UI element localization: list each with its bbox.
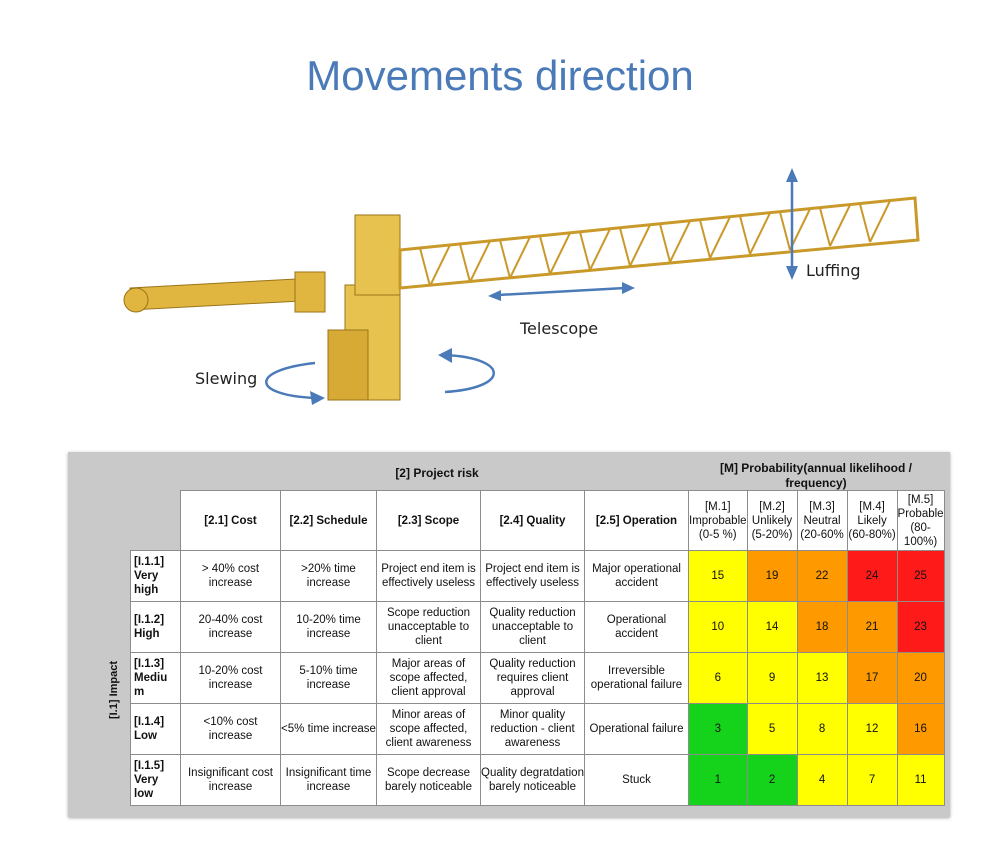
counter-jib (129, 277, 321, 311)
probability-header: [M] Probability(annual likelihood / freq… (719, 461, 912, 490)
quality-cell: Quality reduction requires client approv… (480, 652, 585, 704)
telescope-label: Telescope (520, 319, 599, 338)
cab-tower (354, 214, 401, 296)
score-cell: 19 (746, 550, 798, 602)
luffing-label: Luffing (806, 261, 861, 280)
scope-cell: Project end item is effectively useless (376, 550, 481, 602)
slewing-arrow-left-icon (265, 361, 316, 400)
quality-cell: Project end item is effectively useless (480, 550, 585, 602)
score-cell: 3 (688, 703, 748, 755)
impact-header: [I.1] Impact (108, 660, 120, 720)
scope-cell: Scope reduction unacceptable to client (376, 601, 481, 653)
schedule-cell: <5% time increase (280, 703, 377, 755)
crane-illustration (123, 168, 920, 405)
score-cell: 12 (846, 703, 898, 755)
counter-weight (123, 287, 149, 313)
table-row: [I.1.4] Low <10% cost increase <5% time … (130, 703, 945, 755)
score-cell: 9 (746, 652, 798, 704)
score-cell: 1 (688, 754, 748, 806)
score-cell: 22 (796, 550, 848, 602)
probability-header-m1: [M.1] Improbable (0-5 %) (688, 490, 748, 551)
operation-cell: Major operational accident (584, 550, 689, 602)
cost-cell: > 40% cost increase (180, 550, 281, 602)
impact-row-label: [I.1.5] Very low (130, 754, 181, 806)
telescope-arrow-icon (497, 286, 626, 297)
score-cell: 17 (846, 652, 898, 704)
column-header-cost: [2.1] Cost (180, 490, 281, 551)
impact-row-label: [I.1.3] Mediu m (130, 652, 181, 704)
schedule-cell: 5-10% time increase (280, 652, 377, 704)
schedule-cell: >20% time increase (280, 550, 377, 602)
probability-header-m4: [M.4] Likely (60-80%) (846, 490, 898, 551)
score-cell: 11 (896, 754, 945, 806)
impact-row-label: [I.1.1] Very high (130, 550, 181, 602)
risk-matrix-table: [2.1] Cost [2.2] Schedule [2.3] Scope [2… (130, 490, 945, 806)
quality-cell: Minor quality reduction - client awarene… (480, 703, 585, 755)
table-row: [I.1.5] Very low Insignificant cost incr… (130, 754, 945, 806)
cost-cell: Insignificant cost increase (180, 754, 281, 806)
table-row: [I.1.2] High 20-40% cost increase 10-20%… (130, 601, 945, 653)
score-cell: 20 (896, 652, 945, 704)
column-header-schedule: [2.2] Schedule (280, 490, 377, 551)
table-row: [I.1.1] Very high > 40% cost increase >2… (130, 550, 945, 602)
project-risk-header: [2] Project risk (395, 466, 479, 480)
scope-cell: Scope decrease barely noticeable (376, 754, 481, 806)
score-cell: 5 (746, 703, 798, 755)
scope-cell: Minor areas of scope affected, client aw… (376, 703, 481, 755)
score-cell: 4 (796, 754, 848, 806)
crane-drawing (123, 196, 920, 401)
quality-cell: Quality reduction unacceptable to client (480, 601, 585, 653)
scope-cell: Major areas of scope affected, client ap… (376, 652, 481, 704)
main-jib (398, 196, 920, 290)
score-cell: 23 (896, 601, 945, 653)
movement-arrows (265, 168, 798, 405)
table-row: [I.1.3] Mediu m 10-20% cost increase 5-1… (130, 652, 945, 704)
mast-base (327, 329, 369, 401)
operation-cell: Stuck (584, 754, 689, 806)
impact-row-label: [I.1.4] Low (130, 703, 181, 755)
quality-cell: Quality degratdation barely noticeable (480, 754, 585, 806)
corner-cell (131, 491, 181, 551)
cost-cell: 20-40% cost increase (180, 601, 281, 653)
counter-jib-bracket (294, 271, 326, 313)
score-cell: 8 (796, 703, 848, 755)
score-cell: 21 (846, 601, 898, 653)
operation-cell: Irreversible operational failure (584, 652, 689, 704)
probability-header-m2: [M.2] Unlikely (5-20%) (746, 490, 798, 551)
page-title: Movements direction (306, 52, 694, 99)
impact-row-label: [I.1.2] High (130, 601, 181, 653)
score-cell: 14 (746, 601, 798, 653)
score-cell: 15 (688, 550, 748, 602)
score-cell: 25 (896, 550, 945, 602)
jib-lattice (419, 200, 891, 287)
operation-cell: Operational accident (584, 601, 689, 653)
score-cell: 16 (896, 703, 945, 755)
column-header-operation: [2.5] Operation (584, 490, 689, 551)
cost-cell: <10% cost increase (180, 703, 281, 755)
score-cell: 18 (796, 601, 848, 653)
operation-cell: Operational failure (584, 703, 689, 755)
schedule-cell: Insignificant time increase (280, 754, 377, 806)
schedule-cell: 10-20% time increase (280, 601, 377, 653)
slewing-label: Slewing (195, 369, 258, 388)
score-cell: 7 (846, 754, 898, 806)
score-cell: 24 (846, 550, 898, 602)
score-cell: 13 (796, 652, 848, 704)
slewing-arrow-right-icon (444, 353, 495, 394)
column-header-scope: [2.3] Scope (376, 490, 481, 551)
score-cell: 2 (746, 754, 798, 806)
score-cell: 10 (688, 601, 748, 653)
probability-header-m3: [M.3] Neutral (20-60% (796, 490, 848, 551)
column-header-row: [2.1] Cost [2.2] Schedule [2.3] Scope [2… (131, 490, 945, 551)
probability-header-m5: [M.5] Probable (80-100%) (896, 490, 945, 551)
risk-matrix-panel: [2] Project risk [M] Probability(annual … (68, 452, 950, 817)
score-cell: 6 (688, 652, 748, 704)
column-header-quality: [2.4] Quality (480, 490, 585, 551)
cost-cell: 10-20% cost increase (180, 652, 281, 704)
